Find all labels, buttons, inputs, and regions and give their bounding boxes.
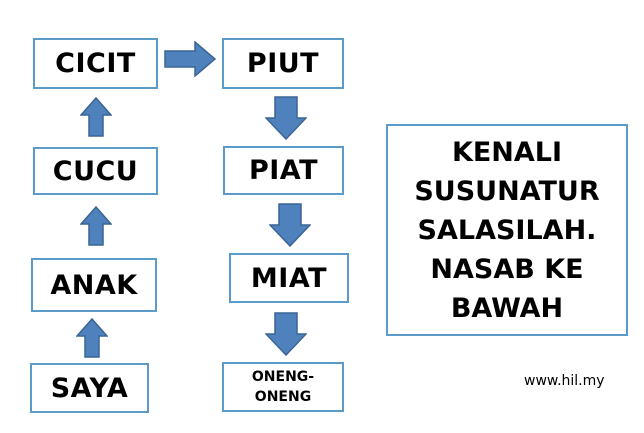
node-miat: MIAT [229,253,349,303]
note-line-3: SALASILAH. [417,214,597,246]
node-cicit-label: CICIT [55,48,136,79]
node-piat-label: PIAT [248,155,319,186]
node-cicit: CICIT [33,38,158,89]
node-piut: PIUT [222,38,344,89]
node-saya: SAYA [30,363,149,413]
node-miat-label: MIAT [250,262,328,294]
note-line-1: KENALI [451,136,563,168]
arrow-down-icon [269,203,311,247]
arrow-down-icon [265,312,307,356]
arrow-up-icon [80,97,112,137]
node-cucu-label: CUCU [52,155,139,187]
note-line-2: SUSUNATUR [414,175,600,207]
note-line-4: NASAB KE [430,253,584,285]
arrow-down-icon [265,96,307,140]
node-piut-label: PIUT [246,48,320,79]
arrow-right-icon [164,41,216,77]
note-box: KENALI SUSUNATUR SALASILAH. NASAB KE BAW… [386,124,628,336]
node-oneng: ONENG- ONENG [222,362,344,412]
watermark-url: www.hil.my [524,373,605,389]
node-piat: PIAT [223,146,344,195]
arrow-up-icon [80,206,112,246]
node-anak-label: ANAK [50,269,138,301]
note-line-5: BAWAH [450,292,564,324]
node-anak: ANAK [31,258,157,312]
node-cucu: CUCU [33,147,158,195]
node-oneng-label-line2: ONENG [254,389,312,405]
arrow-up-icon [76,318,108,358]
node-oneng-label-line1: ONENG- [251,369,315,385]
node-saya-label: SAYA [50,372,129,404]
